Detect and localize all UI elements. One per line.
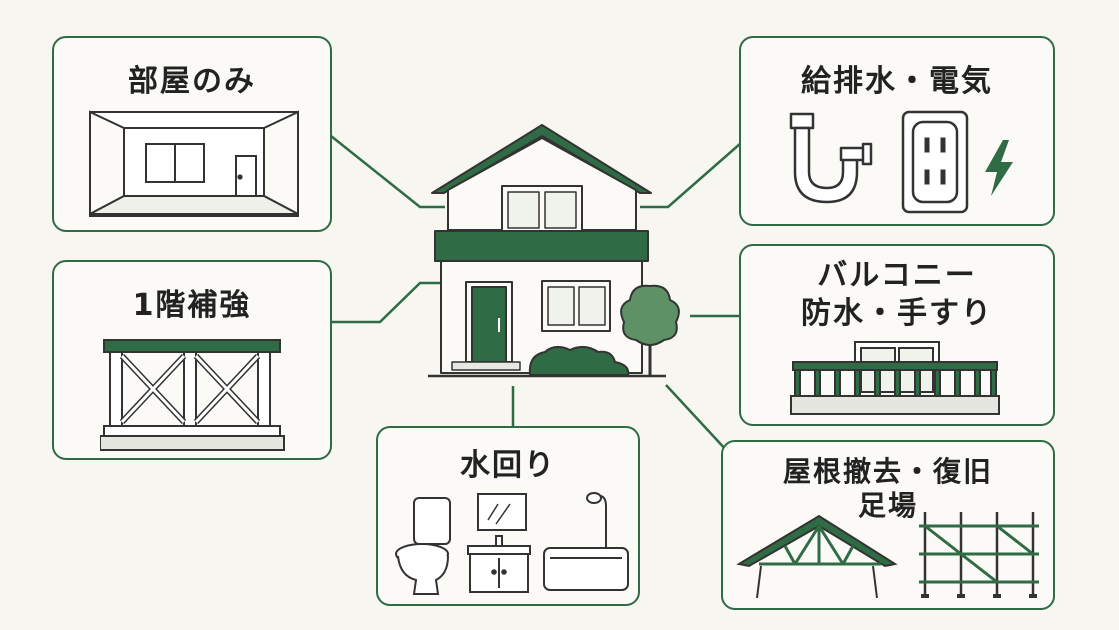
room-interior-icon <box>89 110 299 217</box>
card-title-first-floor: 1階補強 <box>132 288 252 323</box>
toilet-icon <box>395 497 451 595</box>
connector-plumbing <box>640 142 742 209</box>
roof-truss-icon <box>736 514 898 599</box>
card-title-wet-area: 水回り <box>460 448 556 483</box>
frame-brace-icon <box>100 339 285 451</box>
card-wet-area: 水回り <box>376 426 640 606</box>
tree-icon <box>620 284 680 375</box>
shrub-icon <box>528 346 630 376</box>
card-title-plumbing: 給排水・電気 <box>801 64 993 99</box>
card-roof: 屋根撤去・復旧 足場 <box>721 440 1055 610</box>
card-title-room: 部屋のみ <box>128 64 256 99</box>
connector-first-floor <box>331 281 440 324</box>
connector-room <box>330 135 445 209</box>
balcony-railing-icon <box>790 341 1000 415</box>
card-title-roof-line2: 足場 <box>857 489 918 522</box>
card-title-balcony-line2: 防水・手すり <box>801 296 993 331</box>
connector-roof <box>665 384 729 453</box>
card-room: 部屋のみ <box>52 36 332 232</box>
card-first-floor: 1階補強 <box>52 260 332 460</box>
lightning-icon <box>985 140 1013 196</box>
card-balcony: バルコニー 防水・手すり <box>739 244 1055 426</box>
scaffolding-icon <box>919 512 1039 598</box>
card-title-roof-line1: 屋根撤去・復旧 <box>782 455 993 488</box>
card-title-balcony-line1: バルコニー <box>817 258 977 293</box>
card-plumbing: 給排水・電気 <box>739 36 1055 226</box>
power-outlet-icon <box>901 110 969 214</box>
bathtub-icon <box>543 492 629 591</box>
drain-pipe-icon <box>789 112 873 204</box>
vanity-icon <box>467 493 531 593</box>
